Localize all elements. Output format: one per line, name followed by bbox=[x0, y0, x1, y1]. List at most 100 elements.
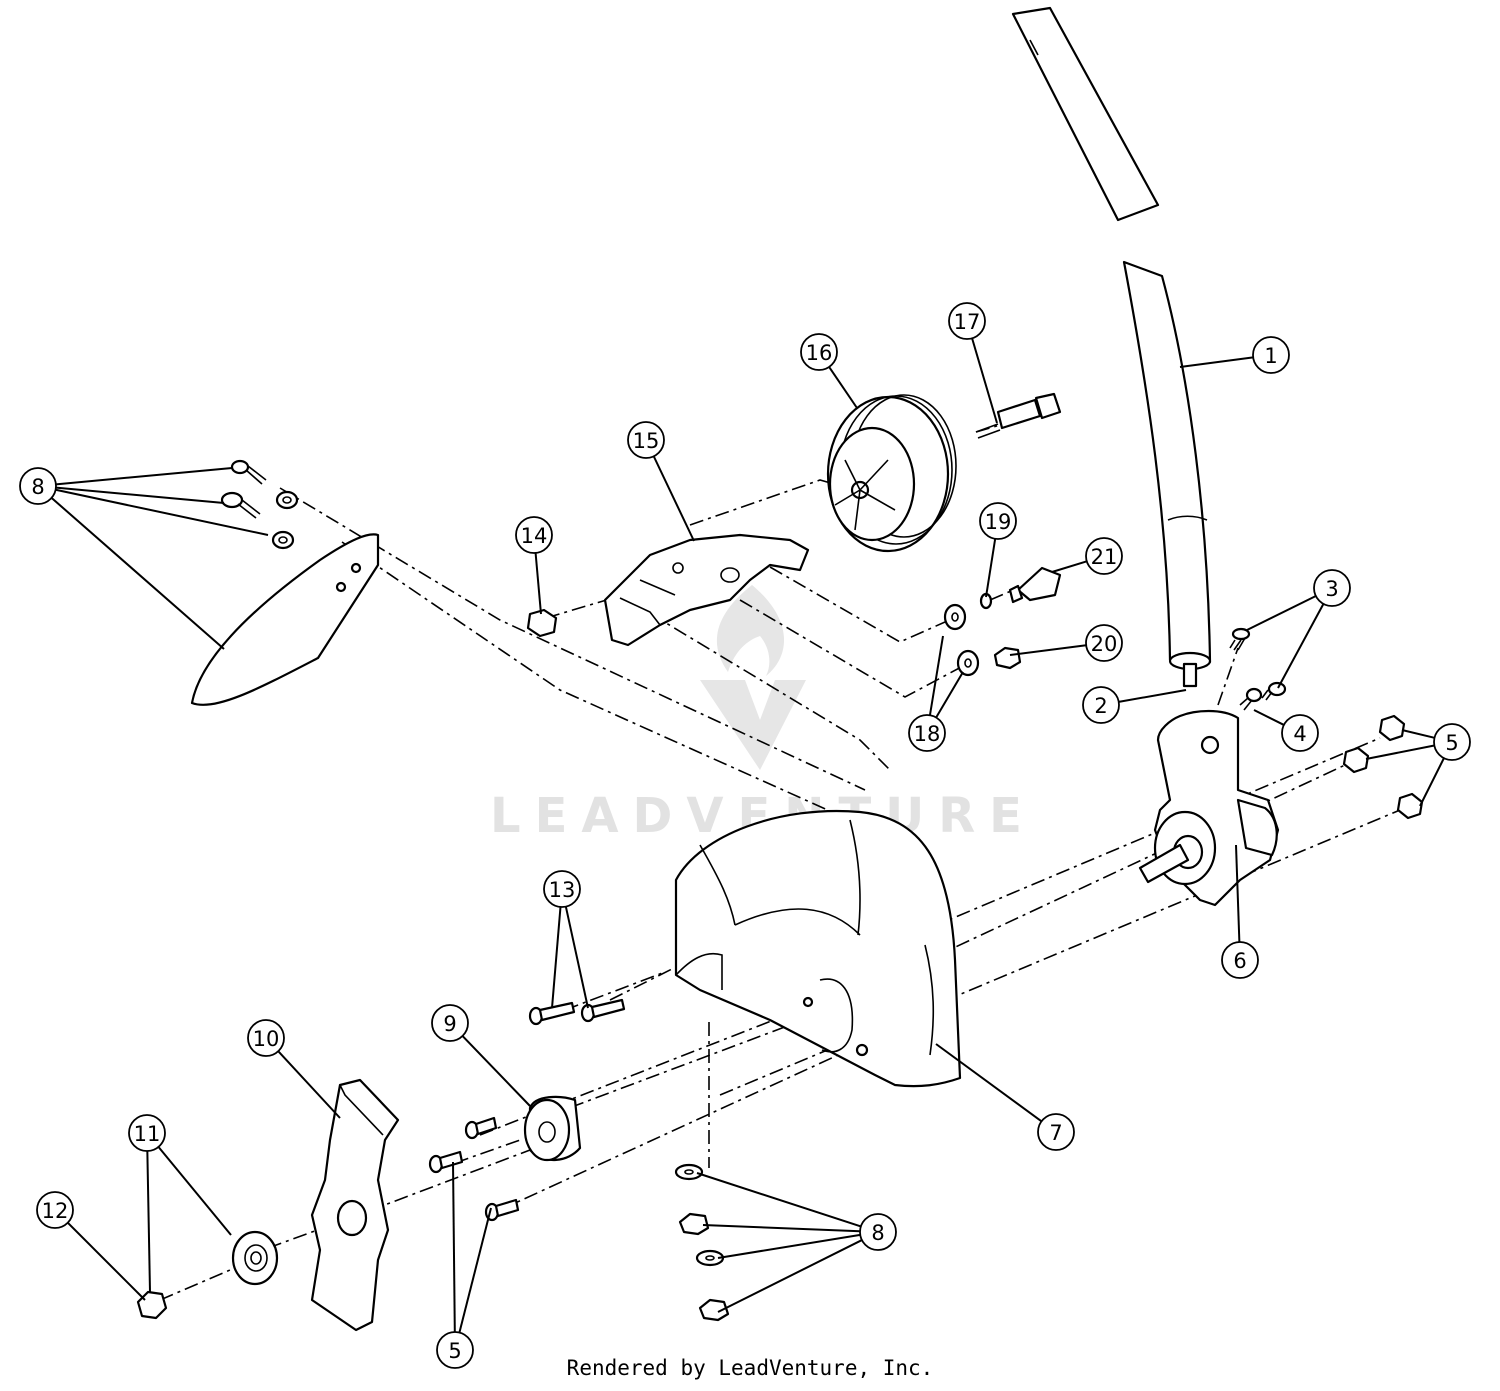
leader-line bbox=[717, 1239, 863, 1313]
callout-circle bbox=[1313, 569, 1351, 607]
wheel-bracket bbox=[603, 533, 810, 647]
leader-line bbox=[1365, 744, 1435, 760]
callout-label: 7 bbox=[1049, 1121, 1062, 1145]
callout-8: 8 bbox=[696, 1172, 897, 1313]
callout-circle bbox=[1082, 686, 1120, 724]
nut-8a bbox=[678, 1212, 710, 1236]
bolt-5b bbox=[428, 1150, 464, 1174]
shaft-tube bbox=[1122, 260, 1212, 688]
leader-line bbox=[1009, 644, 1087, 656]
callout-circle bbox=[1281, 714, 1319, 752]
callout-label: 5 bbox=[1445, 731, 1458, 755]
callout-8: 8 bbox=[19, 467, 269, 650]
callout-circle bbox=[800, 333, 838, 371]
handle-upper-tube bbox=[1011, 6, 1160, 222]
callout-circle bbox=[431, 1004, 469, 1042]
callout-label: 12 bbox=[42, 1199, 69, 1223]
callout-circle bbox=[908, 714, 946, 752]
callout-label: 13 bbox=[549, 878, 576, 902]
leader-line bbox=[696, 1172, 862, 1228]
bearing-hub bbox=[523, 1095, 582, 1162]
washer-11 bbox=[231, 1230, 279, 1286]
nut-5a bbox=[1378, 714, 1406, 742]
leader-line bbox=[1235, 844, 1241, 943]
callout-circle bbox=[948, 302, 986, 340]
callout-13: 13 bbox=[543, 870, 589, 1009]
leader-line bbox=[985, 538, 997, 598]
watermark-flame-icon bbox=[700, 585, 806, 770]
callout-circle bbox=[1085, 537, 1123, 575]
leader-line bbox=[55, 467, 233, 486]
leader-line bbox=[1179, 356, 1254, 368]
leader-line bbox=[1253, 709, 1285, 726]
nut-14 bbox=[526, 608, 558, 638]
callout-label: 8 bbox=[871, 1221, 884, 1245]
callout-circle bbox=[1221, 941, 1259, 979]
leader-line bbox=[146, 1150, 151, 1293]
connector-21 bbox=[1008, 566, 1062, 604]
screw-3a bbox=[1229, 627, 1251, 651]
callout-label: 6 bbox=[1233, 949, 1246, 973]
leader-line bbox=[551, 906, 562, 1009]
callout-circle bbox=[1037, 1113, 1075, 1151]
callout-label: 17 bbox=[954, 310, 981, 334]
callout-12: 12 bbox=[36, 1191, 146, 1301]
callout-label: 19 bbox=[985, 510, 1012, 534]
callout-circle bbox=[979, 502, 1017, 540]
callout-label: 15 bbox=[633, 429, 660, 453]
screw-8a bbox=[230, 459, 267, 485]
bolt-13a bbox=[528, 1001, 576, 1026]
nut-5c bbox=[1396, 792, 1424, 820]
callout-circle bbox=[1085, 624, 1123, 662]
callout-label: 1 bbox=[1264, 344, 1277, 368]
callout-16: 16 bbox=[800, 333, 858, 409]
leader-line bbox=[67, 1222, 146, 1301]
bolt-13b bbox=[580, 998, 626, 1023]
edger-blade bbox=[310, 1078, 400, 1332]
callout-label: 2 bbox=[1094, 694, 1107, 718]
leader-line bbox=[1246, 595, 1317, 631]
callout-21: 21 bbox=[1051, 537, 1123, 575]
callout-circle bbox=[19, 467, 57, 505]
callout-6: 6 bbox=[1221, 844, 1259, 979]
bolt-5a bbox=[464, 1116, 498, 1140]
callout-3: 3 bbox=[1246, 569, 1351, 689]
washer-18b bbox=[956, 649, 980, 677]
gearbox-housing bbox=[1138, 709, 1280, 907]
deflector-plate bbox=[190, 533, 380, 706]
callout-11: 11 bbox=[128, 1114, 232, 1293]
leader-line bbox=[971, 337, 998, 424]
callout-circle bbox=[247, 1019, 285, 1057]
nut-12 bbox=[136, 1290, 168, 1320]
callout-14: 14 bbox=[515, 516, 553, 615]
callout-19: 19 bbox=[979, 502, 1017, 598]
callout-circle bbox=[1433, 723, 1471, 761]
callout-18: 18 bbox=[908, 635, 964, 752]
leader-line bbox=[928, 635, 944, 716]
leader-line bbox=[1051, 560, 1088, 573]
callout-circle bbox=[36, 1191, 74, 1229]
leader-line bbox=[452, 1161, 456, 1333]
callout-label: 14 bbox=[521, 524, 548, 548]
callout-label: 8 bbox=[31, 475, 44, 499]
leader-line bbox=[935, 671, 964, 719]
screw-3b bbox=[1261, 681, 1287, 701]
leader-line bbox=[277, 1050, 341, 1119]
callout-label: 10 bbox=[253, 1027, 280, 1051]
leader-line bbox=[157, 1146, 232, 1236]
screw-8b bbox=[220, 491, 261, 519]
callout-label: 11 bbox=[134, 1122, 161, 1146]
callout-17: 17 bbox=[948, 302, 998, 424]
callout-label: 9 bbox=[443, 1012, 456, 1036]
callout-2: 2 bbox=[1082, 686, 1187, 724]
callout-9: 9 bbox=[431, 1004, 531, 1107]
callout-10: 10 bbox=[247, 1019, 341, 1119]
callout-circle bbox=[515, 516, 553, 554]
callout-label: 3 bbox=[1325, 577, 1338, 601]
callout-circle bbox=[436, 1331, 474, 1369]
callout-circle bbox=[128, 1114, 166, 1152]
leader-line bbox=[461, 1035, 531, 1107]
callout-label: 21 bbox=[1091, 545, 1118, 569]
leader-line bbox=[935, 1043, 1043, 1123]
